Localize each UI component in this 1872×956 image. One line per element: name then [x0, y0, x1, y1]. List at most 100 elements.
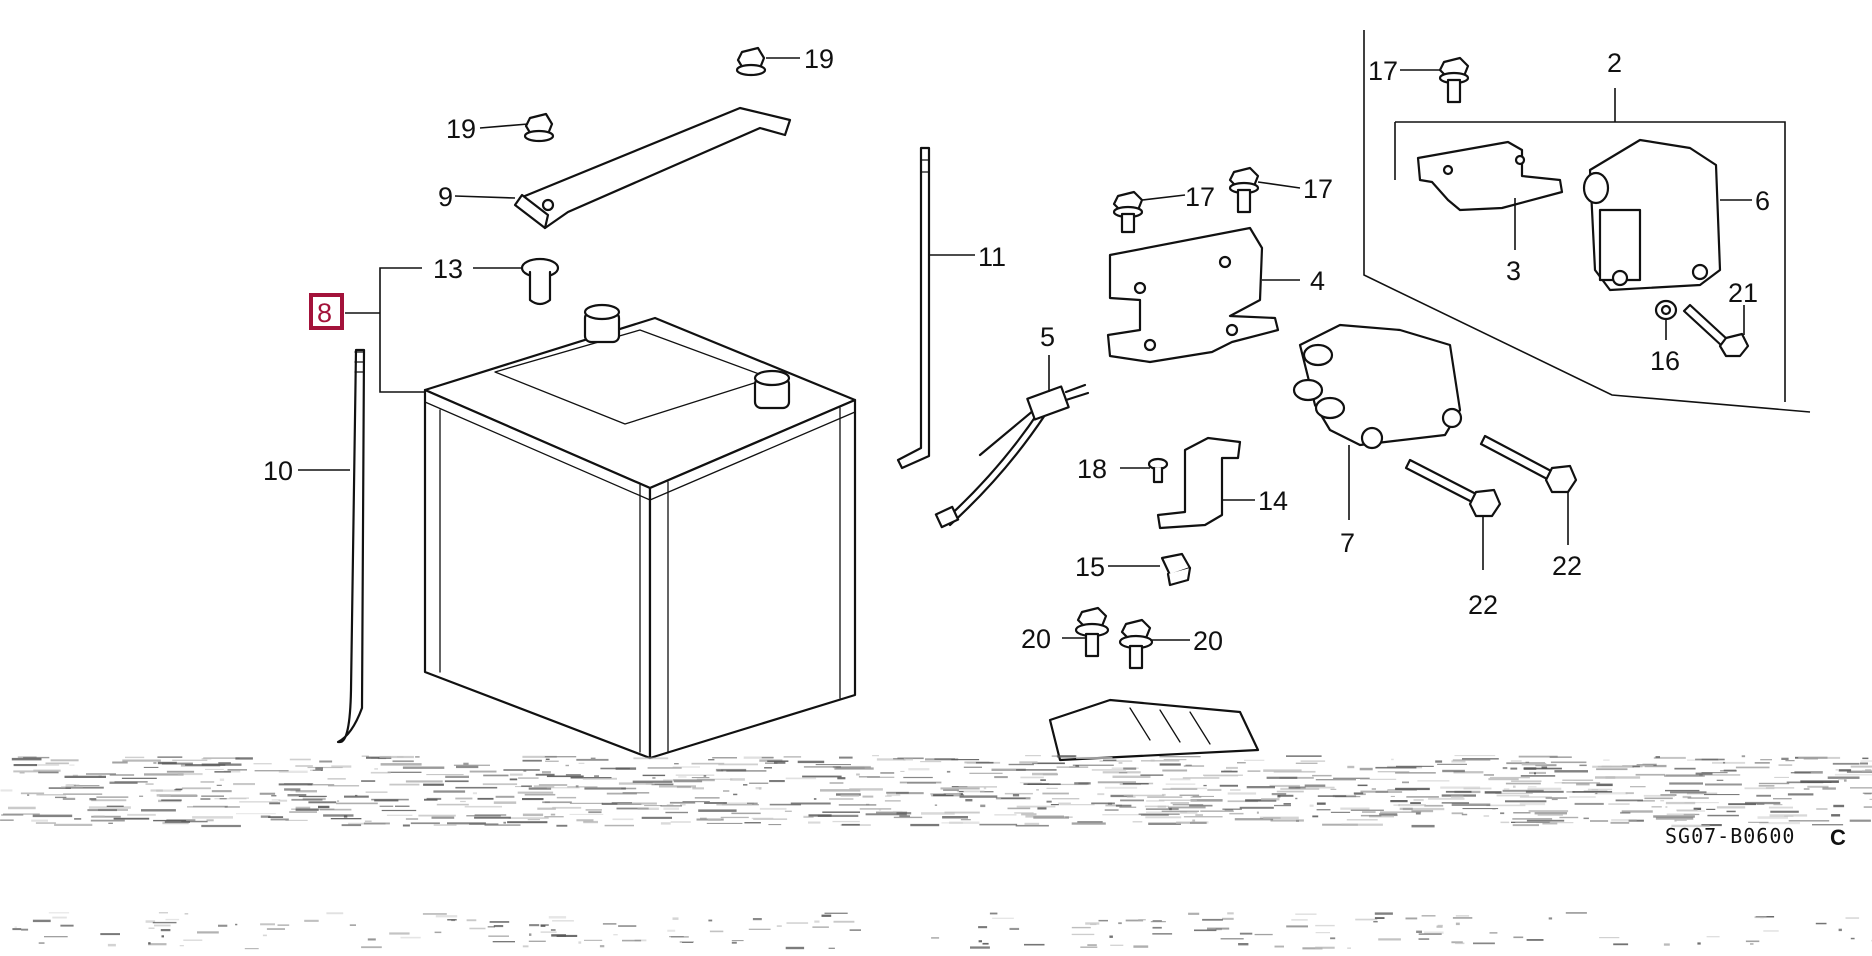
long-rod-drawing[interactable]	[896, 146, 931, 470]
noise-stroke	[1559, 816, 1579, 819]
noise-stroke	[769, 803, 801, 806]
callout-13[interactable]: 13	[433, 254, 463, 284]
noise-stroke	[319, 760, 333, 763]
noise-stroke	[1050, 804, 1059, 806]
noise-stroke	[236, 813, 276, 815]
callout-21[interactable]: 21	[1728, 278, 1758, 308]
callout-7[interactable]: 7	[1340, 528, 1355, 558]
noise-stroke	[216, 784, 222, 786]
noise-stroke	[594, 775, 599, 777]
flange-bolt-a-drawing[interactable]	[1112, 190, 1144, 234]
noise-stroke	[613, 934, 618, 936]
callout-22-a[interactable]: 22	[1468, 590, 1498, 620]
flange-bolt-b-drawing[interactable]	[1228, 166, 1260, 214]
clip-drawing[interactable]	[520, 257, 560, 306]
noise-stroke	[1371, 788, 1376, 790]
noise-stroke	[11, 757, 42, 761]
noise-stroke	[1244, 759, 1265, 761]
noise-stroke	[1037, 807, 1047, 810]
noise-stroke	[1145, 808, 1179, 810]
noise-stroke	[197, 931, 219, 934]
noise-stroke	[483, 774, 509, 777]
noise-stroke	[304, 919, 319, 922]
noise-stroke	[1168, 806, 1206, 809]
callout-17-b[interactable]: 17	[1303, 174, 1333, 204]
coil-mount-bracket-drawing[interactable]	[1416, 140, 1564, 212]
callout-14[interactable]: 14	[1258, 486, 1288, 516]
noise-stroke	[1125, 919, 1144, 922]
noise-stroke	[370, 771, 391, 774]
highlight-box	[309, 293, 344, 330]
ignition-coil-drawing[interactable]	[1292, 323, 1463, 450]
noise-stroke	[1437, 924, 1443, 927]
bolt-21-drawing[interactable]	[1682, 303, 1750, 358]
noise-stroke	[1835, 769, 1838, 771]
callout-19-b[interactable]: 19	[446, 114, 476, 144]
noise-stroke	[1605, 776, 1641, 779]
coil-bracket-drawing[interactable]	[1106, 226, 1280, 364]
noise-stroke	[299, 808, 335, 810]
flange-nut-top-drawing[interactable]	[735, 46, 767, 77]
callout-17-a[interactable]: 17	[1185, 182, 1215, 212]
callout-16[interactable]: 16	[1650, 346, 1680, 376]
noise-stroke	[578, 762, 585, 764]
callout-9[interactable]: 9	[438, 182, 453, 212]
battery-bracket-drawing[interactable]	[513, 106, 792, 230]
noise-stroke	[125, 756, 145, 759]
noise-stroke	[1399, 807, 1413, 810]
noise-stroke	[54, 823, 93, 826]
noise-stroke	[1410, 802, 1421, 804]
flange-bolt-c-drawing[interactable]	[1438, 56, 1470, 104]
noise-stroke	[1865, 769, 1872, 771]
callout-4[interactable]: 4	[1310, 266, 1325, 296]
screw-drawing[interactable]	[1147, 457, 1169, 484]
wire-harness-drawing[interactable]	[934, 383, 1090, 529]
noise-stroke	[743, 756, 774, 759]
noise-stroke	[1226, 766, 1238, 769]
callout-3[interactable]: 3	[1506, 256, 1521, 286]
noise-stroke	[161, 935, 164, 938]
washer-drawing[interactable]	[1654, 299, 1678, 321]
hold-down-rod-drawing[interactable]	[336, 348, 366, 744]
callout-6[interactable]: 6	[1755, 186, 1770, 216]
coil-assembly-drawing[interactable]	[1582, 138, 1722, 292]
noise-stroke	[1644, 797, 1673, 800]
noise-stroke	[349, 924, 356, 926]
clip-15-drawing[interactable]	[1160, 552, 1192, 587]
callout-20-a[interactable]: 20	[1021, 624, 1051, 654]
callout-22-b[interactable]: 22	[1552, 551, 1582, 581]
noise-stroke	[1413, 799, 1424, 802]
callout-5[interactable]: 5	[1040, 322, 1055, 352]
bolt-washer-left-drawing[interactable]	[1074, 606, 1110, 658]
callout-8[interactable]: 8	[317, 298, 332, 328]
callout-11[interactable]: 11	[978, 242, 1006, 272]
flange-nut-left-drawing[interactable]	[523, 112, 555, 143]
bracket-14-drawing[interactable]	[1156, 436, 1242, 530]
noise-stroke	[694, 797, 720, 799]
noise-stroke	[896, 812, 912, 815]
callout-10[interactable]: 10	[263, 456, 293, 486]
noise-stroke	[244, 948, 259, 950]
noise-stroke	[1369, 815, 1394, 818]
noise-stroke	[1592, 765, 1634, 768]
battery-drawing[interactable]	[423, 303, 857, 760]
callout-17-c[interactable]: 17	[1368, 56, 1398, 86]
noise-stroke	[838, 804, 877, 806]
bolt-22-left-drawing[interactable]	[1404, 458, 1502, 518]
noise-stroke	[1566, 791, 1575, 793]
noise-stroke	[1655, 756, 1660, 759]
noise-stroke	[162, 821, 189, 825]
bolt-washer-right-drawing[interactable]	[1118, 618, 1154, 670]
callout-19-a[interactable]: 19	[804, 44, 834, 74]
noise-stroke	[1572, 791, 1613, 793]
noise-stroke	[1390, 795, 1395, 797]
bolt-22-right-drawing[interactable]	[1479, 434, 1578, 494]
callout-20-b[interactable]: 20	[1193, 626, 1223, 656]
noise-stroke	[933, 794, 954, 797]
noise-stroke	[567, 786, 598, 788]
callout-15[interactable]: 15	[1075, 552, 1105, 582]
noise-stroke	[307, 766, 343, 769]
callout-2[interactable]: 2	[1607, 48, 1622, 78]
control-unit-drawing[interactable]	[1048, 698, 1260, 762]
callout-18[interactable]: 18	[1077, 454, 1107, 484]
